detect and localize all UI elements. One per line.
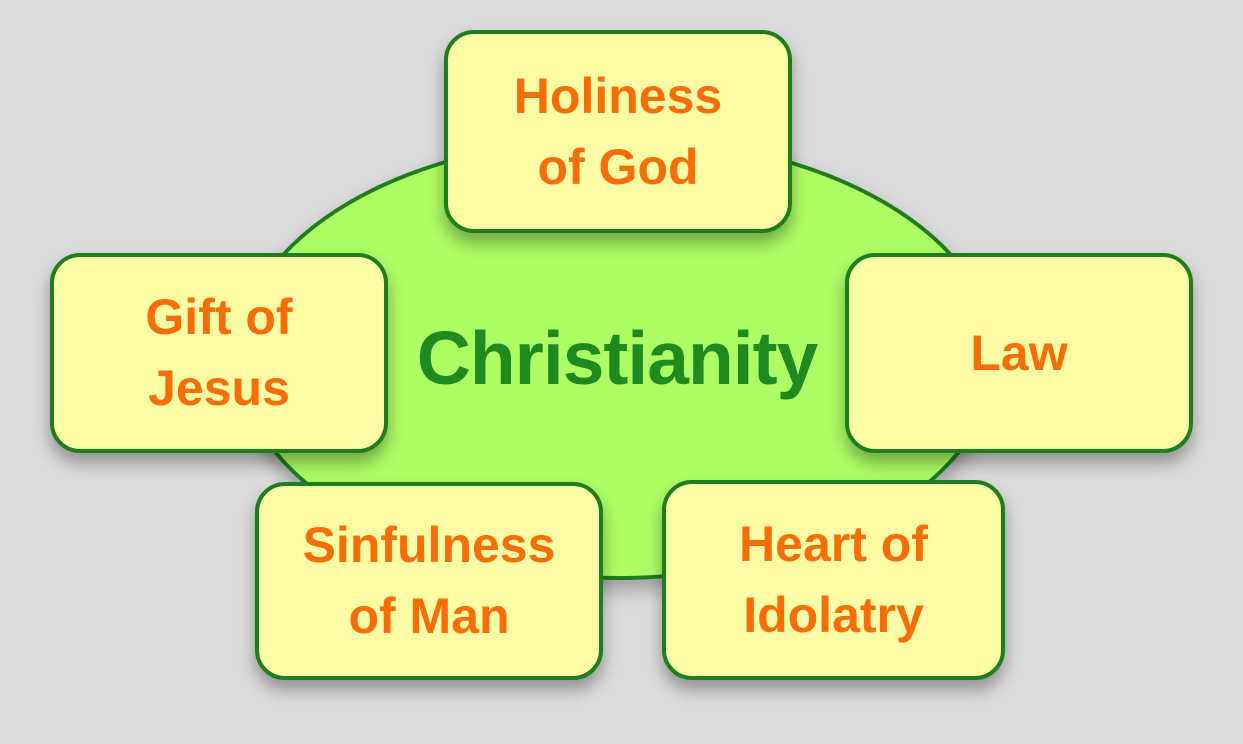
node-law: Law bbox=[845, 253, 1193, 453]
center-title: Christianity bbox=[416, 316, 819, 400]
node-label-line: Law bbox=[970, 324, 1068, 381]
node-label-line: Heart of bbox=[739, 516, 928, 572]
node-label-line: Gift of bbox=[145, 289, 293, 345]
node-label-line: Jesus bbox=[148, 360, 290, 416]
node-label-line: of God bbox=[537, 138, 699, 195]
node-heart-of-idolatry: Heart of Idolatry bbox=[662, 480, 1005, 680]
node-sinfulness-of-man: Sinfulness of Man bbox=[255, 482, 603, 680]
node-holiness-of-god: Holiness of God bbox=[444, 30, 792, 233]
node-gift-of-jesus: Gift of Jesus bbox=[50, 253, 388, 453]
node-label-line: Sinfulness bbox=[302, 517, 556, 573]
node-label-line: Holiness bbox=[513, 67, 723, 124]
node-label-line: Idolatry bbox=[743, 587, 924, 643]
node-label-line: of Man bbox=[348, 588, 510, 644]
